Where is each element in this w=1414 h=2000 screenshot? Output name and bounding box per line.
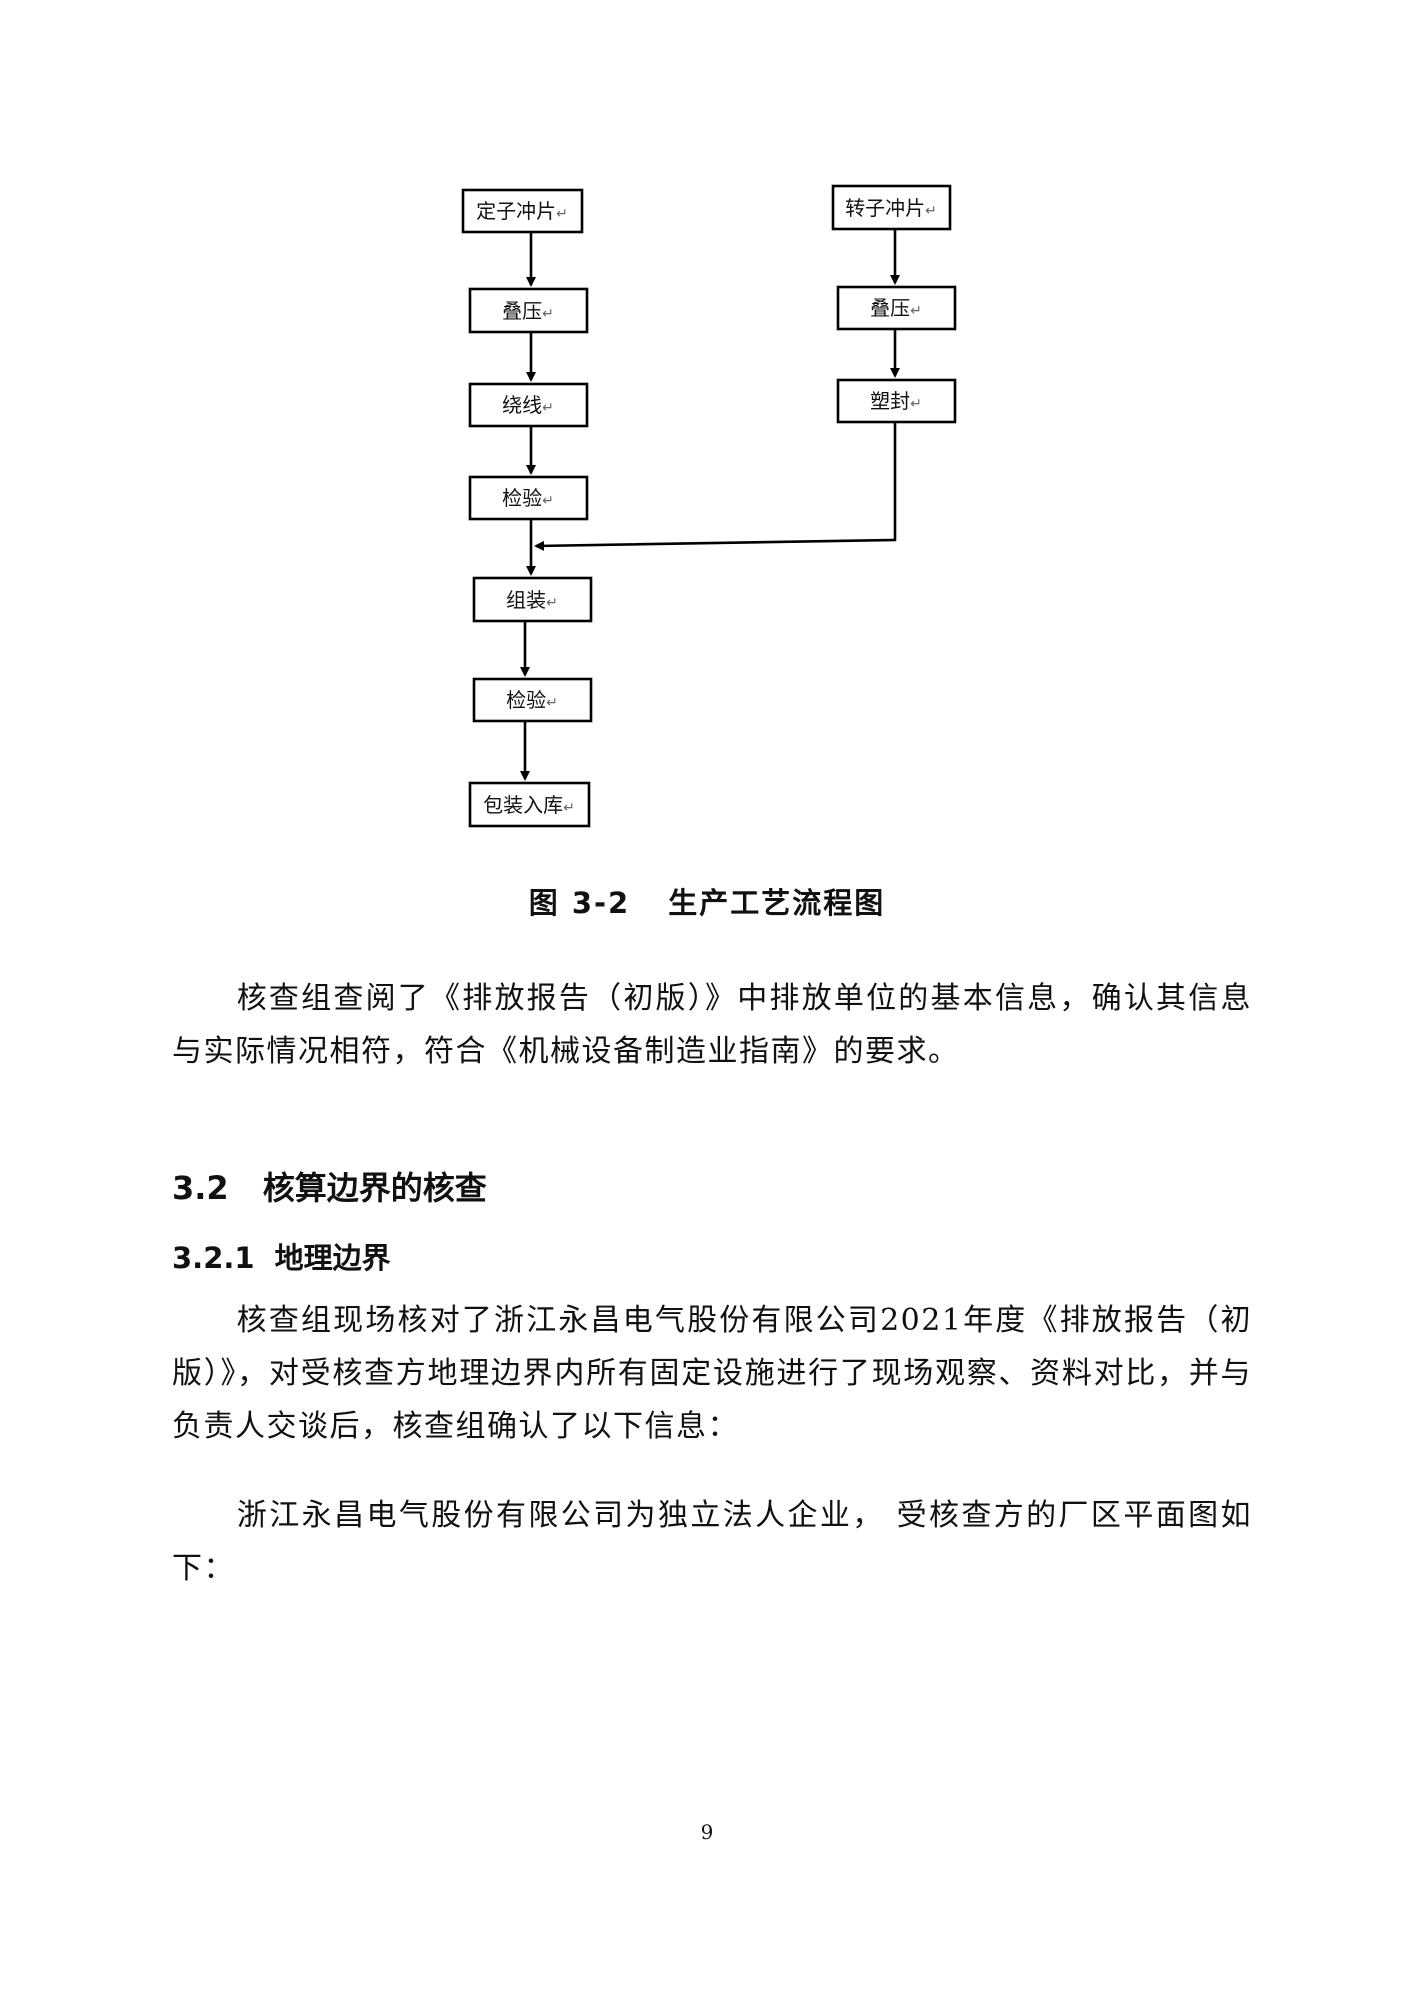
flow-step-left-stacking: 叠压↵ — [468, 287, 589, 334]
flow-step-label: 定子冲片 — [476, 199, 556, 223]
flow-step-plastic-sealing: 塑封↵ — [836, 378, 957, 424]
paragraph-basic-info: 核查组查阅了《排放报告（初版）》中排放单位的基本信息，确认其信息与实际情况相符，… — [172, 981, 1252, 1069]
flow-step-label: 叠压 — [870, 296, 910, 320]
flow-step-label: 包装入库 — [483, 793, 563, 817]
figure-number: 图 3-2 — [528, 886, 631, 920]
page-number: 9 — [700, 1820, 714, 1844]
svg-text:包装入库↵: 包装入库↵ — [483, 793, 575, 817]
flow-step-assembly: 组装↵ — [472, 576, 593, 623]
flow-step-rotor-punching: 转子冲片↵ — [831, 184, 952, 231]
flow-step-label: 转子冲片 — [845, 196, 925, 220]
flow-step-stator-punching: 定子冲片↵ — [461, 188, 584, 234]
figure-caption: 图 3-2 生产工艺流程图 — [0, 880, 1414, 922]
flow-step-inspection-2: 检验↵ — [472, 677, 593, 723]
svg-text:绕线↵: 绕线↵ — [502, 393, 554, 417]
svg-text:塑封↵: 塑封↵ — [870, 389, 922, 413]
flow-step-packaging-storage: 包装入库↵ — [468, 781, 591, 828]
flow-step-label: 检验 — [506, 688, 546, 712]
svg-text:定子冲片↵: 定子冲片↵ — [476, 199, 568, 223]
flow-step-label: 检验 — [502, 486, 542, 510]
paragraph-plant-layout-intro: 浙江永昌电气股份有限公司为独立法人企业， 受核查方的厂区平面图如下： — [172, 1498, 1252, 1586]
flow-step-winding: 绕线↵ — [468, 382, 589, 428]
svg-text:组装↵: 组装↵ — [506, 588, 558, 612]
svg-text:转子冲片↵: 转子冲片↵ — [845, 196, 937, 220]
flow-merge-connector — [534, 422, 897, 551]
flow-step-right-stacking: 叠压↵ — [836, 285, 957, 331]
paragraph-geographic-boundary: 核查组现场核对了浙江永昌电气股份有限公司2021年度《排放报告（初版）》，对受核… — [172, 1303, 1252, 1444]
flow-step-label: 叠压 — [502, 299, 542, 323]
flow-step-inspection-1: 检验↵ — [468, 475, 589, 521]
figure-title: 生产工艺流程图 — [668, 886, 886, 920]
svg-text:检验↵: 检验↵ — [506, 688, 558, 712]
flow-step-label: 绕线 — [502, 393, 542, 417]
svg-text:检验↵: 检验↵ — [502, 486, 554, 510]
process-flowchart: 定子冲片↵ 叠压↵ 绕线↵ 检验↵ 组装 — [461, 184, 957, 828]
flow-step-label: 组装 — [506, 588, 546, 612]
svg-text:叠压↵: 叠压↵ — [870, 296, 922, 320]
flow-step-label: 塑封 — [870, 389, 910, 413]
svg-text:叠压↵: 叠压↵ — [502, 299, 554, 323]
